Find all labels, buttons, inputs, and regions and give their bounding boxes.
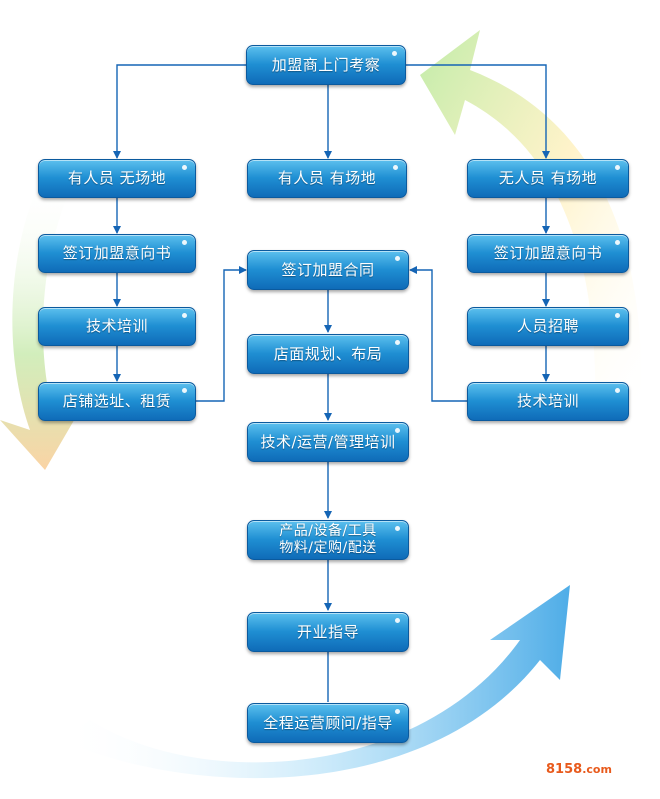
- connector-left-to-contract: [196, 266, 247, 402]
- node-center-5-line2: 物料/定购/配送: [279, 540, 377, 556]
- connector-start-right: [405, 64, 550, 159]
- node-right-2: 签订加盟意向书: [467, 234, 629, 273]
- watermark-suffix: .com: [582, 763, 612, 776]
- connector-right-to-contract: [409, 266, 468, 402]
- node-center-7: 全程运营顾问/指导: [247, 703, 409, 743]
- node-center-2: 签订加盟合同: [247, 250, 409, 290]
- node-right-3: 人员招聘: [467, 307, 629, 346]
- node-center-5-line1: 产品/设备/工具: [279, 523, 377, 539]
- node-right-1: 无人员 有场地: [467, 159, 629, 198]
- watermark-main: 8158: [546, 762, 583, 777]
- bottom-cycle-arrow: [60, 585, 570, 779]
- node-center-6: 开业指导: [247, 612, 409, 652]
- watermark: 8158.com: [546, 762, 612, 777]
- node-center-5: 产品/设备/工具 物料/定购/配送: [247, 520, 409, 560]
- node-center-3: 店面规划、布局: [247, 334, 409, 374]
- node-left-2: 签订加盟意向书: [38, 234, 196, 273]
- node-start: 加盟商上门考察: [246, 45, 406, 85]
- connector-start-left: [113, 64, 246, 159]
- node-right-4: 技术培训: [467, 382, 629, 421]
- node-center-4: 技术/运营/管理培训: [247, 422, 409, 462]
- node-center-1: 有人员 有场地: [247, 159, 407, 198]
- node-left-1: 有人员 无场地: [38, 159, 196, 198]
- node-left-4: 店铺选址、租赁: [38, 382, 196, 421]
- node-left-3: 技术培训: [38, 307, 196, 346]
- top-cycle-arrow: [420, 30, 642, 420]
